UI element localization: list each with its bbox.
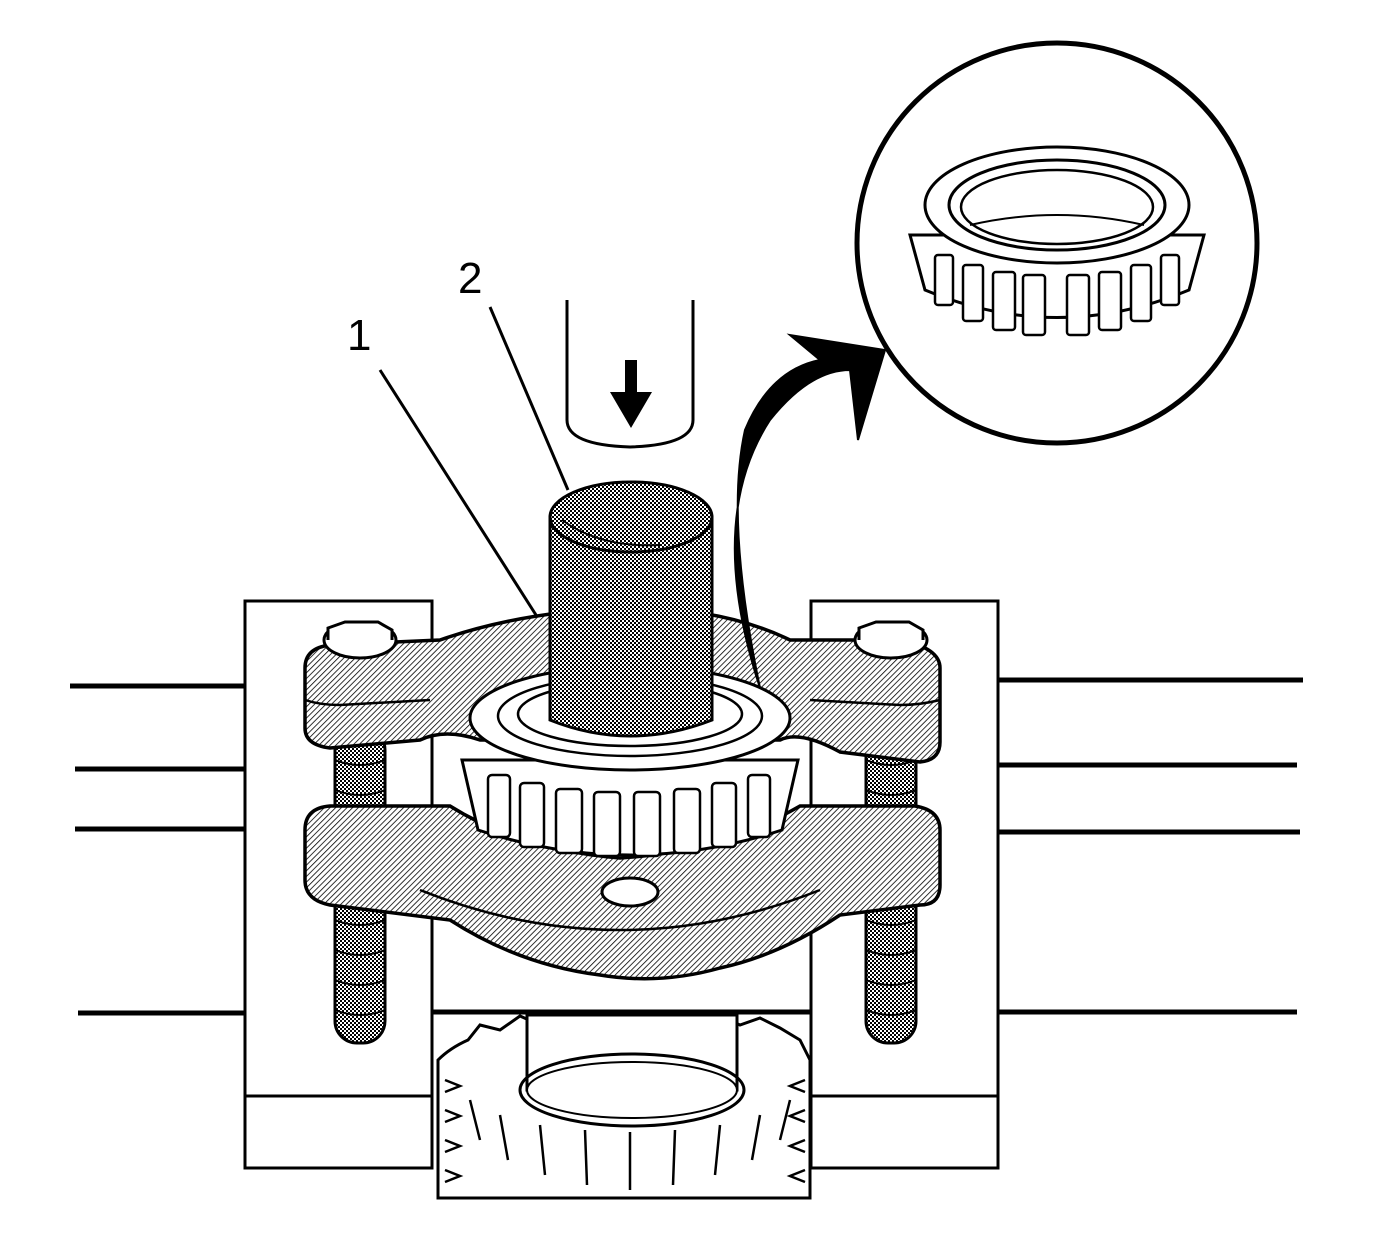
leader-lines <box>378 306 570 616</box>
detail-bearing <box>908 145 1206 337</box>
leader-line-1 <box>378 369 538 616</box>
down-arrow-icon <box>610 360 652 428</box>
press-bed-lines <box>70 677 1303 1016</box>
bearing-driver <box>548 480 714 738</box>
callout-1: 1 <box>347 311 371 360</box>
bolt-head-right-top <box>853 620 929 660</box>
callout-2: 2 <box>458 254 482 303</box>
gear <box>436 1013 812 1200</box>
detail-view <box>854 40 1260 446</box>
curved-arrow-icon <box>733 333 887 689</box>
leader-line-2 <box>488 306 570 491</box>
bolt-head-left-top <box>322 620 398 660</box>
